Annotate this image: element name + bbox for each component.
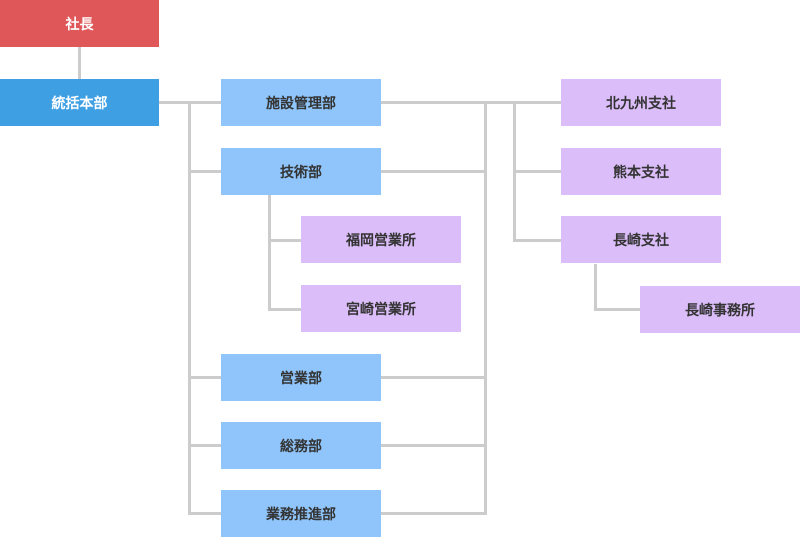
node-fukuoka-office: 福岡営業所 [301, 216, 461, 263]
connector-to-nagasaki [513, 239, 561, 242]
node-facility-management: 施設管理部 [221, 79, 381, 126]
connector-tech-out [381, 170, 487, 173]
connector-to-kumamoto [513, 170, 561, 173]
connector-nagasaki-trunk [594, 264, 597, 311]
node-technical: 技術部 [221, 148, 381, 195]
node-ceo: 社長 [0, 0, 159, 47]
connector-facility-out [381, 101, 561, 104]
connector-to-sales [188, 376, 221, 379]
connector-to-fukuoka [268, 239, 301, 242]
node-kumamoto-branch: 熊本支社 [561, 148, 721, 195]
connector-sales-out [381, 376, 487, 379]
connector-to-nagasaki-office [594, 308, 640, 311]
node-general-affairs: 総務部 [221, 422, 381, 469]
connector-left-trunk [188, 101, 191, 515]
connector-to-tech [188, 170, 221, 173]
node-nagasaki-office: 長崎事務所 [640, 286, 800, 333]
connector-ceo-hq [78, 47, 81, 79]
node-sales: 営業部 [221, 354, 381, 401]
connector-to-general [188, 444, 221, 447]
connector-general-out [381, 444, 487, 447]
node-headquarters: 統括本部 [0, 79, 159, 126]
node-nagasaki-branch: 長崎支社 [561, 216, 721, 263]
connector-tech-trunk [268, 195, 271, 311]
node-business-promotion: 業務推進部 [221, 490, 381, 537]
connector-to-miyazaki [268, 308, 301, 311]
connector-to-promo [188, 512, 221, 515]
connector-right-trunk [484, 101, 487, 515]
connector-promo-out [381, 512, 487, 515]
node-miyazaki-office: 宮崎営業所 [301, 285, 461, 332]
node-kitakyushu-branch: 北九州支社 [561, 79, 721, 126]
